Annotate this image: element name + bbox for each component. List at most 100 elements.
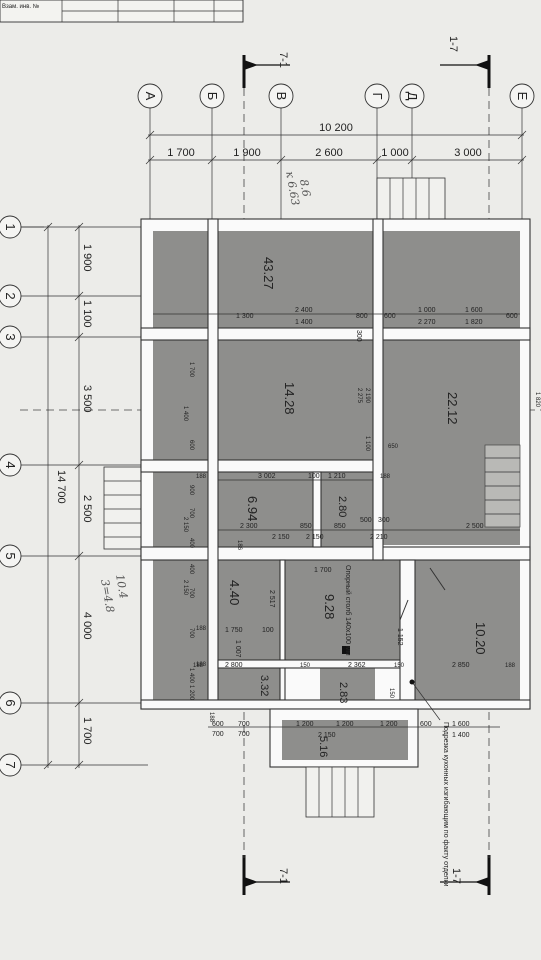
inner-dim-m5: 1 820	[534, 392, 540, 408]
area-label-8: 10.20	[473, 622, 488, 655]
area-label-6: 4.40	[227, 580, 242, 605]
inner-dim-l8: 400	[188, 564, 194, 575]
inner-dim-l14: 188	[196, 626, 207, 632]
axis-label-1: 1	[3, 223, 18, 230]
inner-dim-f8: 1 600	[452, 721, 470, 728]
inner-dim-l13: 1 200	[188, 685, 194, 701]
inner-dim-a5: 600	[384, 313, 396, 320]
axis-bubble-7: 7	[0, 753, 148, 777]
inner-dim-d4: 100	[262, 627, 274, 634]
axis-bubble-3: 3	[0, 325, 148, 349]
inner-dim-d1: 1 700	[314, 567, 332, 574]
room-hall-south	[285, 560, 400, 660]
left-dim-6: 1 700	[81, 717, 93, 745]
inner-dim-d5: 1 152	[396, 628, 403, 646]
inner-dim-l3: 600	[188, 440, 194, 451]
inner-dim-f4: 1 200	[296, 721, 314, 728]
handwritten-note-3: 10.4	[113, 573, 130, 599]
left-dim-2: 1 100	[81, 300, 93, 328]
axis-bubble-2: 2	[0, 284, 148, 308]
left-total-dim: 14 700	[55, 470, 67, 504]
axis-bubble-v: В	[268, 83, 294, 225]
axis-letters: А Б В Г Д Е	[137, 83, 535, 225]
inner-dim-f2: 700	[238, 721, 250, 728]
axis-bubble-4: 4	[0, 453, 148, 477]
inner-dim-m1: 2 190	[364, 388, 370, 404]
room-bath	[218, 560, 280, 660]
inner-dim-a3: 1 400	[295, 319, 313, 326]
top-dim-5: 3 000	[454, 147, 482, 159]
inner-dim-a11: 300	[355, 330, 362, 342]
axis-label-d: Д	[405, 92, 420, 101]
inner-dim-e7: 188	[193, 663, 204, 669]
inner-dim-c5: 300	[378, 517, 390, 524]
column-note: Опорный столб 140х100 мм	[344, 565, 352, 656]
inner-dim-l5: 700	[188, 508, 194, 519]
section-marks: 7-1 1-7 7-1 1-7	[242, 36, 491, 895]
area-label-5: 2.80	[336, 496, 348, 517]
inner-dim-l12: 1 400	[188, 668, 194, 684]
inner-dim-m6: 150	[388, 688, 394, 699]
top-dimension-chain: 1 700 1 900 2 600 1 000 3 000	[145, 147, 527, 165]
inner-dim-l7: 400	[188, 538, 194, 549]
room-corner-nw	[153, 231, 208, 328]
axis-bubble-6: 6	[0, 691, 148, 715]
left-dim-4: 2 500	[81, 495, 93, 523]
inner-dim-l11: 700	[188, 628, 194, 639]
area-label-1: 43.27	[261, 257, 276, 290]
axis-label-v: В	[274, 92, 289, 101]
handwritten-note-1: 8.6	[297, 178, 313, 197]
axis-bubble-a: А	[137, 83, 163, 225]
top-dimension-total: 10 200	[145, 122, 527, 140]
axis-label-a: А	[143, 92, 158, 101]
axis-label-4: 4	[3, 461, 18, 468]
inner-dim-f7: 600	[420, 721, 432, 728]
room-west-strip	[153, 340, 208, 460]
inner-dim-m3: 1 100	[364, 436, 370, 452]
inner-dims-row-d: 1 700 2 517 1 750 100 1 152 1 007	[225, 567, 403, 658]
top-total-dim: 10 200	[319, 122, 353, 134]
inner-dim-a6: 1 000	[418, 307, 436, 314]
left-dimension-total: 14 700	[43, 222, 67, 770]
area-label-4: 6.94	[245, 496, 260, 521]
room-west-south	[153, 560, 208, 700]
section-mark-1: 7-1	[277, 52, 289, 68]
inner-dim-l6: 2 150	[182, 517, 188, 533]
inner-dim-l9: 700	[188, 588, 194, 599]
inner-dim-e5: 2 850	[452, 662, 470, 669]
room-closet	[218, 668, 280, 700]
area-label-3: 22.12	[445, 392, 460, 425]
inner-dim-l1: 1 700	[188, 362, 194, 378]
inner-dim-e3: 2 362	[348, 662, 366, 669]
inner-dim-f10: 2 150	[318, 732, 336, 739]
inner-dim-a9: 1 820	[465, 319, 483, 326]
corner-note: Подрезка кухонных изгибающим по факту от…	[442, 722, 450, 887]
axis-bubble-e: Е	[509, 83, 535, 225]
inner-dim-f5: 1 200	[336, 721, 354, 728]
axis-numbers: 1 2 3 4 5 6 7	[0, 215, 148, 777]
inner-dims-row-e: 2 800 150 2 362 150 2 850 188 188	[193, 662, 516, 669]
inner-dims-row-f: 600 700 700 1 200 1 200 1 200 600 1 600 …	[208, 721, 500, 739]
room-vestibule	[320, 668, 375, 700]
inner-dim-c9: 2 210	[370, 534, 388, 541]
inner-dims-row-c: 2 300 850 850 500 300 2 500 2 150 2 150 …	[218, 517, 520, 541]
inner-dim-a4: 800	[356, 313, 368, 320]
area-label-9: 3.32	[258, 675, 270, 696]
inner-dim-b2: 100	[308, 473, 320, 480]
inner-dim-e4: 150	[394, 663, 405, 669]
axis-label-3: 3	[3, 333, 18, 340]
inner-dim-c6: 2 500	[466, 523, 484, 530]
top-dim-4: 1 000	[381, 147, 409, 159]
axis-label-5: 5	[3, 552, 18, 559]
left-dim-1: 1 900	[81, 244, 93, 272]
inner-dim-a1: 1 300	[236, 313, 254, 320]
inner-dim-f11: 700	[212, 731, 224, 738]
inner-dim-m4: 650	[388, 444, 399, 450]
inner-dim-m2: 2 275	[356, 388, 362, 404]
left-dimension-chain: 1 900 1 100 3 500 2 500 4 000 1 700	[74, 222, 93, 770]
axis-label-2: 2	[3, 292, 18, 299]
building-plan	[140, 218, 531, 768]
inner-dim-d2: 2 517	[268, 590, 275, 608]
axis-bubble-5: 5	[0, 544, 148, 568]
